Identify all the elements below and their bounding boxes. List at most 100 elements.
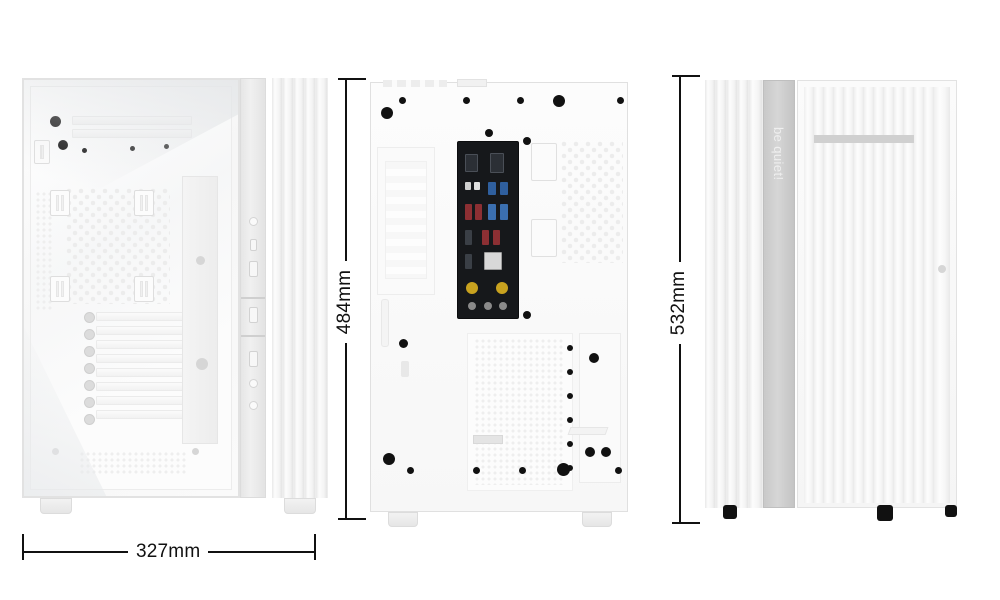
displayport-port	[490, 153, 504, 173]
slat	[924, 87, 934, 503]
chassis-screw	[399, 97, 406, 104]
front-io-panel[interactable]	[240, 78, 266, 498]
audio-jack[interactable]	[249, 379, 258, 388]
dim-tick-bottom	[672, 522, 700, 524]
usb-a-port[interactable]	[249, 261, 258, 277]
io-shield-screw	[523, 137, 531, 145]
usbc-port	[500, 204, 508, 220]
fin	[738, 80, 749, 508]
slot-thumbscrew[interactable]	[567, 345, 573, 351]
case-body-side	[797, 80, 957, 508]
chassis-screw	[519, 467, 526, 474]
slat	[854, 87, 864, 503]
slat-cap	[904, 135, 914, 143]
dim-tick-right	[314, 534, 316, 560]
slot-thumbscrew[interactable]	[84, 346, 95, 357]
brand-logo: be quiet!	[771, 127, 786, 181]
fin	[705, 80, 716, 508]
usb-port	[482, 230, 489, 245]
dim-tick-top	[672, 75, 700, 77]
slat-cap	[894, 135, 904, 143]
slat	[804, 87, 814, 503]
chassis-screw	[463, 97, 470, 104]
usbc-port	[488, 204, 496, 220]
slot-thumbscrew[interactable]	[567, 417, 573, 423]
bottom-vent-slot	[567, 427, 609, 435]
io-divider	[241, 335, 265, 337]
slot-thumbscrew[interactable]	[84, 329, 95, 340]
usb-a-port-3[interactable]	[249, 351, 258, 367]
slot-thumbscrew[interactable]	[84, 414, 95, 425]
rear-rail-slot	[381, 299, 389, 347]
view-left	[22, 78, 328, 518]
lan-port	[484, 252, 502, 270]
case-foot	[582, 512, 612, 527]
dim-tick-bottom	[338, 518, 366, 520]
pcie-slot-covers	[96, 312, 188, 432]
side-front-fins	[705, 80, 763, 508]
fin	[294, 78, 305, 498]
usb-c-port[interactable]	[250, 239, 257, 251]
audio-jack-gold	[466, 282, 478, 294]
front-airflow-fins	[272, 78, 328, 498]
slot-thumbscrew[interactable]	[84, 363, 95, 374]
rear-fan-bracket	[531, 219, 557, 257]
slat-cap	[884, 135, 894, 143]
slot-thumbscrew[interactable]	[84, 380, 95, 391]
chassis-screw	[517, 97, 524, 104]
slot-thumbscrew[interactable]	[567, 369, 573, 375]
side-mesh-strip	[36, 192, 54, 310]
chassis-screw	[407, 467, 414, 474]
slat	[884, 87, 894, 503]
dimension-label-height: 484mm	[330, 261, 360, 343]
slot-thumbscrew[interactable]	[567, 441, 573, 447]
case-foot	[877, 505, 893, 521]
slot-thumbscrew[interactable]	[567, 465, 573, 471]
slot-thumbscrew[interactable]	[84, 312, 95, 323]
cable-grommet	[196, 256, 205, 265]
usb3-port	[500, 182, 508, 195]
usb-port	[465, 230, 472, 245]
case-foot	[723, 505, 737, 519]
fin	[727, 80, 738, 508]
bios-flash-button[interactable]	[465, 182, 471, 190]
fin	[749, 80, 763, 508]
fan-mount-bracket	[134, 190, 154, 216]
slat-cap	[834, 135, 844, 143]
slot-thumbscrew[interactable]	[84, 397, 95, 408]
chassis-screw	[383, 453, 395, 465]
chassis-screw	[617, 97, 624, 104]
side-panel-latch[interactable]	[938, 265, 946, 273]
rear-fan-mesh	[561, 141, 623, 263]
slat	[934, 87, 950, 503]
chassis-screw	[473, 467, 480, 474]
case-foot	[388, 512, 418, 527]
io-shield-screw	[485, 129, 493, 137]
top-edge-notches	[383, 80, 447, 87]
cable-grommet	[196, 358, 208, 370]
usb3-port	[488, 182, 496, 195]
slat	[814, 87, 824, 503]
cable-tie-slot	[401, 361, 409, 377]
fin	[316, 78, 328, 498]
audio-jack	[499, 302, 507, 310]
chassis-screw	[553, 95, 565, 107]
clear-cmos-button[interactable]	[474, 182, 480, 190]
usb-a-port-2[interactable]	[249, 307, 258, 323]
rear-fan-bracket	[531, 143, 557, 181]
psu-screw	[585, 447, 595, 457]
case-foot	[945, 505, 957, 517]
io-shield-screw	[523, 311, 531, 319]
power-button[interactable]	[249, 217, 258, 226]
slat-cap	[854, 135, 864, 143]
slat	[864, 87, 874, 503]
fin	[305, 78, 316, 498]
hex-mesh-panel	[66, 188, 170, 304]
slot-thumbscrew[interactable]	[567, 393, 573, 399]
slat	[914, 87, 924, 503]
dimension-label-depth: 532mm	[664, 262, 694, 344]
motherboard-io-shield	[457, 141, 519, 319]
reset-button[interactable]	[249, 401, 258, 410]
usb-port	[465, 254, 472, 269]
